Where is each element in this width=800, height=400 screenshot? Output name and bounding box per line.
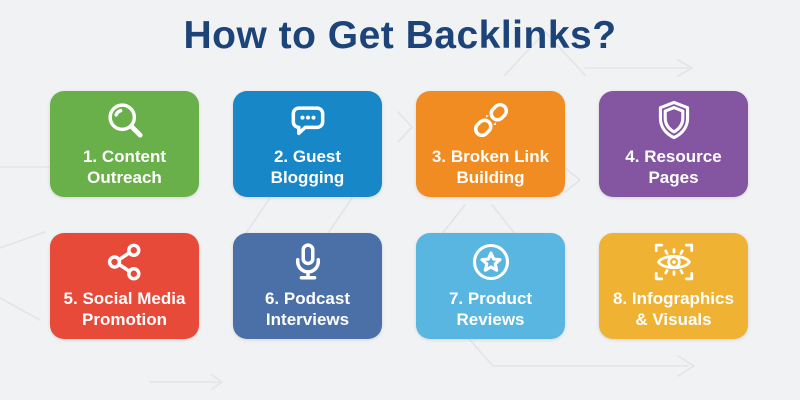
- card-label-line: 2. Guest: [273, 147, 342, 167]
- card-label-line: 1. Content: [82, 147, 167, 167]
- card-label-line: Outreach: [87, 167, 162, 187]
- card-label-line: 3. Broken Link: [431, 147, 550, 167]
- page-title: How to Get Backlinks?: [183, 14, 617, 57]
- star-badge-icon: [469, 240, 513, 284]
- cards-grid: 1. Content Outreach 2. Guest Blogging: [50, 91, 748, 339]
- microphone-icon: [286, 240, 330, 284]
- card-label-line: Promotion: [82, 309, 167, 329]
- card-label-line: 8. Infographics: [613, 289, 734, 309]
- broken-link-icon: [469, 98, 513, 142]
- card-label-line: Building: [456, 167, 525, 187]
- share-icon: [103, 240, 147, 284]
- card-label-line: 7. Product: [448, 289, 533, 309]
- card-label-line: 4. Resource: [625, 147, 722, 167]
- card-social-media-promotion: 5. Social Media Promotion: [50, 233, 199, 339]
- eye-icon: [652, 240, 696, 284]
- card-guest-blogging: 2. Guest Blogging: [233, 91, 382, 197]
- search-icon: [103, 98, 147, 142]
- card-broken-link-building: 3. Broken Link Building: [416, 91, 565, 197]
- shield-icon: [652, 98, 696, 142]
- card-infographics-visuals: 8. Infographics & Visuals: [599, 233, 748, 339]
- card-label-line: Pages: [648, 167, 699, 187]
- card-product-reviews: 7. Product Reviews: [416, 233, 565, 339]
- card-label-line: Reviews: [456, 309, 525, 329]
- card-label-line: 5. Social Media: [63, 289, 186, 309]
- card-label-line: & Visuals: [635, 309, 712, 329]
- card-label-line: 6. Podcast: [264, 289, 351, 309]
- card-label-line: Interviews: [265, 309, 350, 329]
- card-podcast-interviews: 6. Podcast Interviews: [233, 233, 382, 339]
- card-label-line: Blogging: [270, 167, 345, 187]
- card-resource-pages: 4. Resource Pages: [599, 91, 748, 197]
- card-content-outreach: 1. Content Outreach: [50, 91, 199, 197]
- chat-bubble-icon: [286, 98, 330, 142]
